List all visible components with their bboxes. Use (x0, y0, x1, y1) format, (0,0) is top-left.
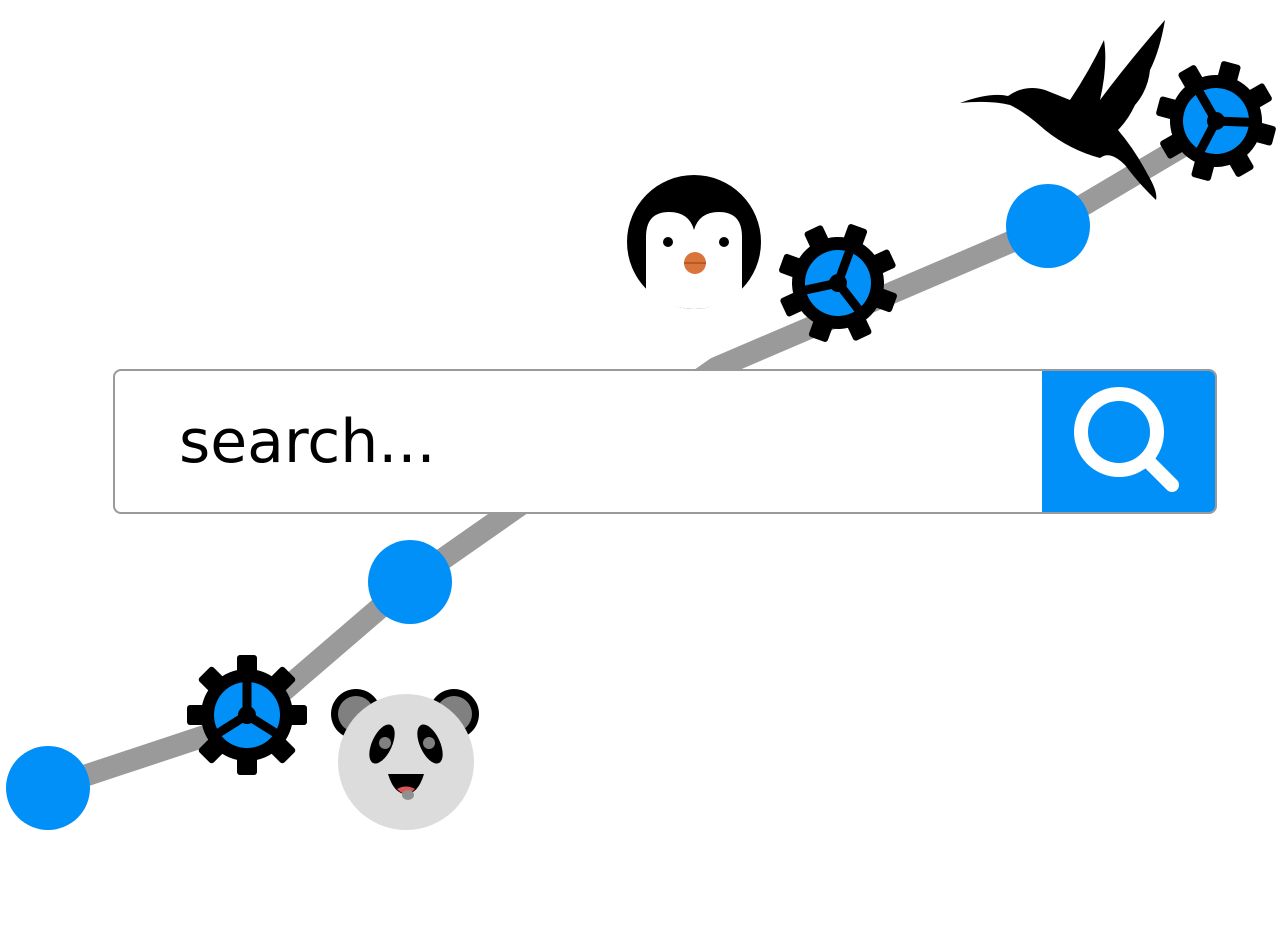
search-input[interactable] (115, 371, 1042, 512)
gear-icon (779, 224, 897, 342)
blue-dot (1006, 184, 1090, 268)
blue-dot (6, 746, 90, 830)
panda-icon (331, 689, 479, 830)
penguin-icon (627, 175, 761, 309)
gear-icon (1156, 61, 1276, 181)
search-button[interactable] (1042, 371, 1215, 512)
blue-dot (368, 540, 452, 624)
hummingbird-icon (960, 20, 1165, 200)
search-bar (113, 369, 1217, 514)
gear-icon (187, 655, 307, 775)
search-icon (1073, 386, 1179, 492)
